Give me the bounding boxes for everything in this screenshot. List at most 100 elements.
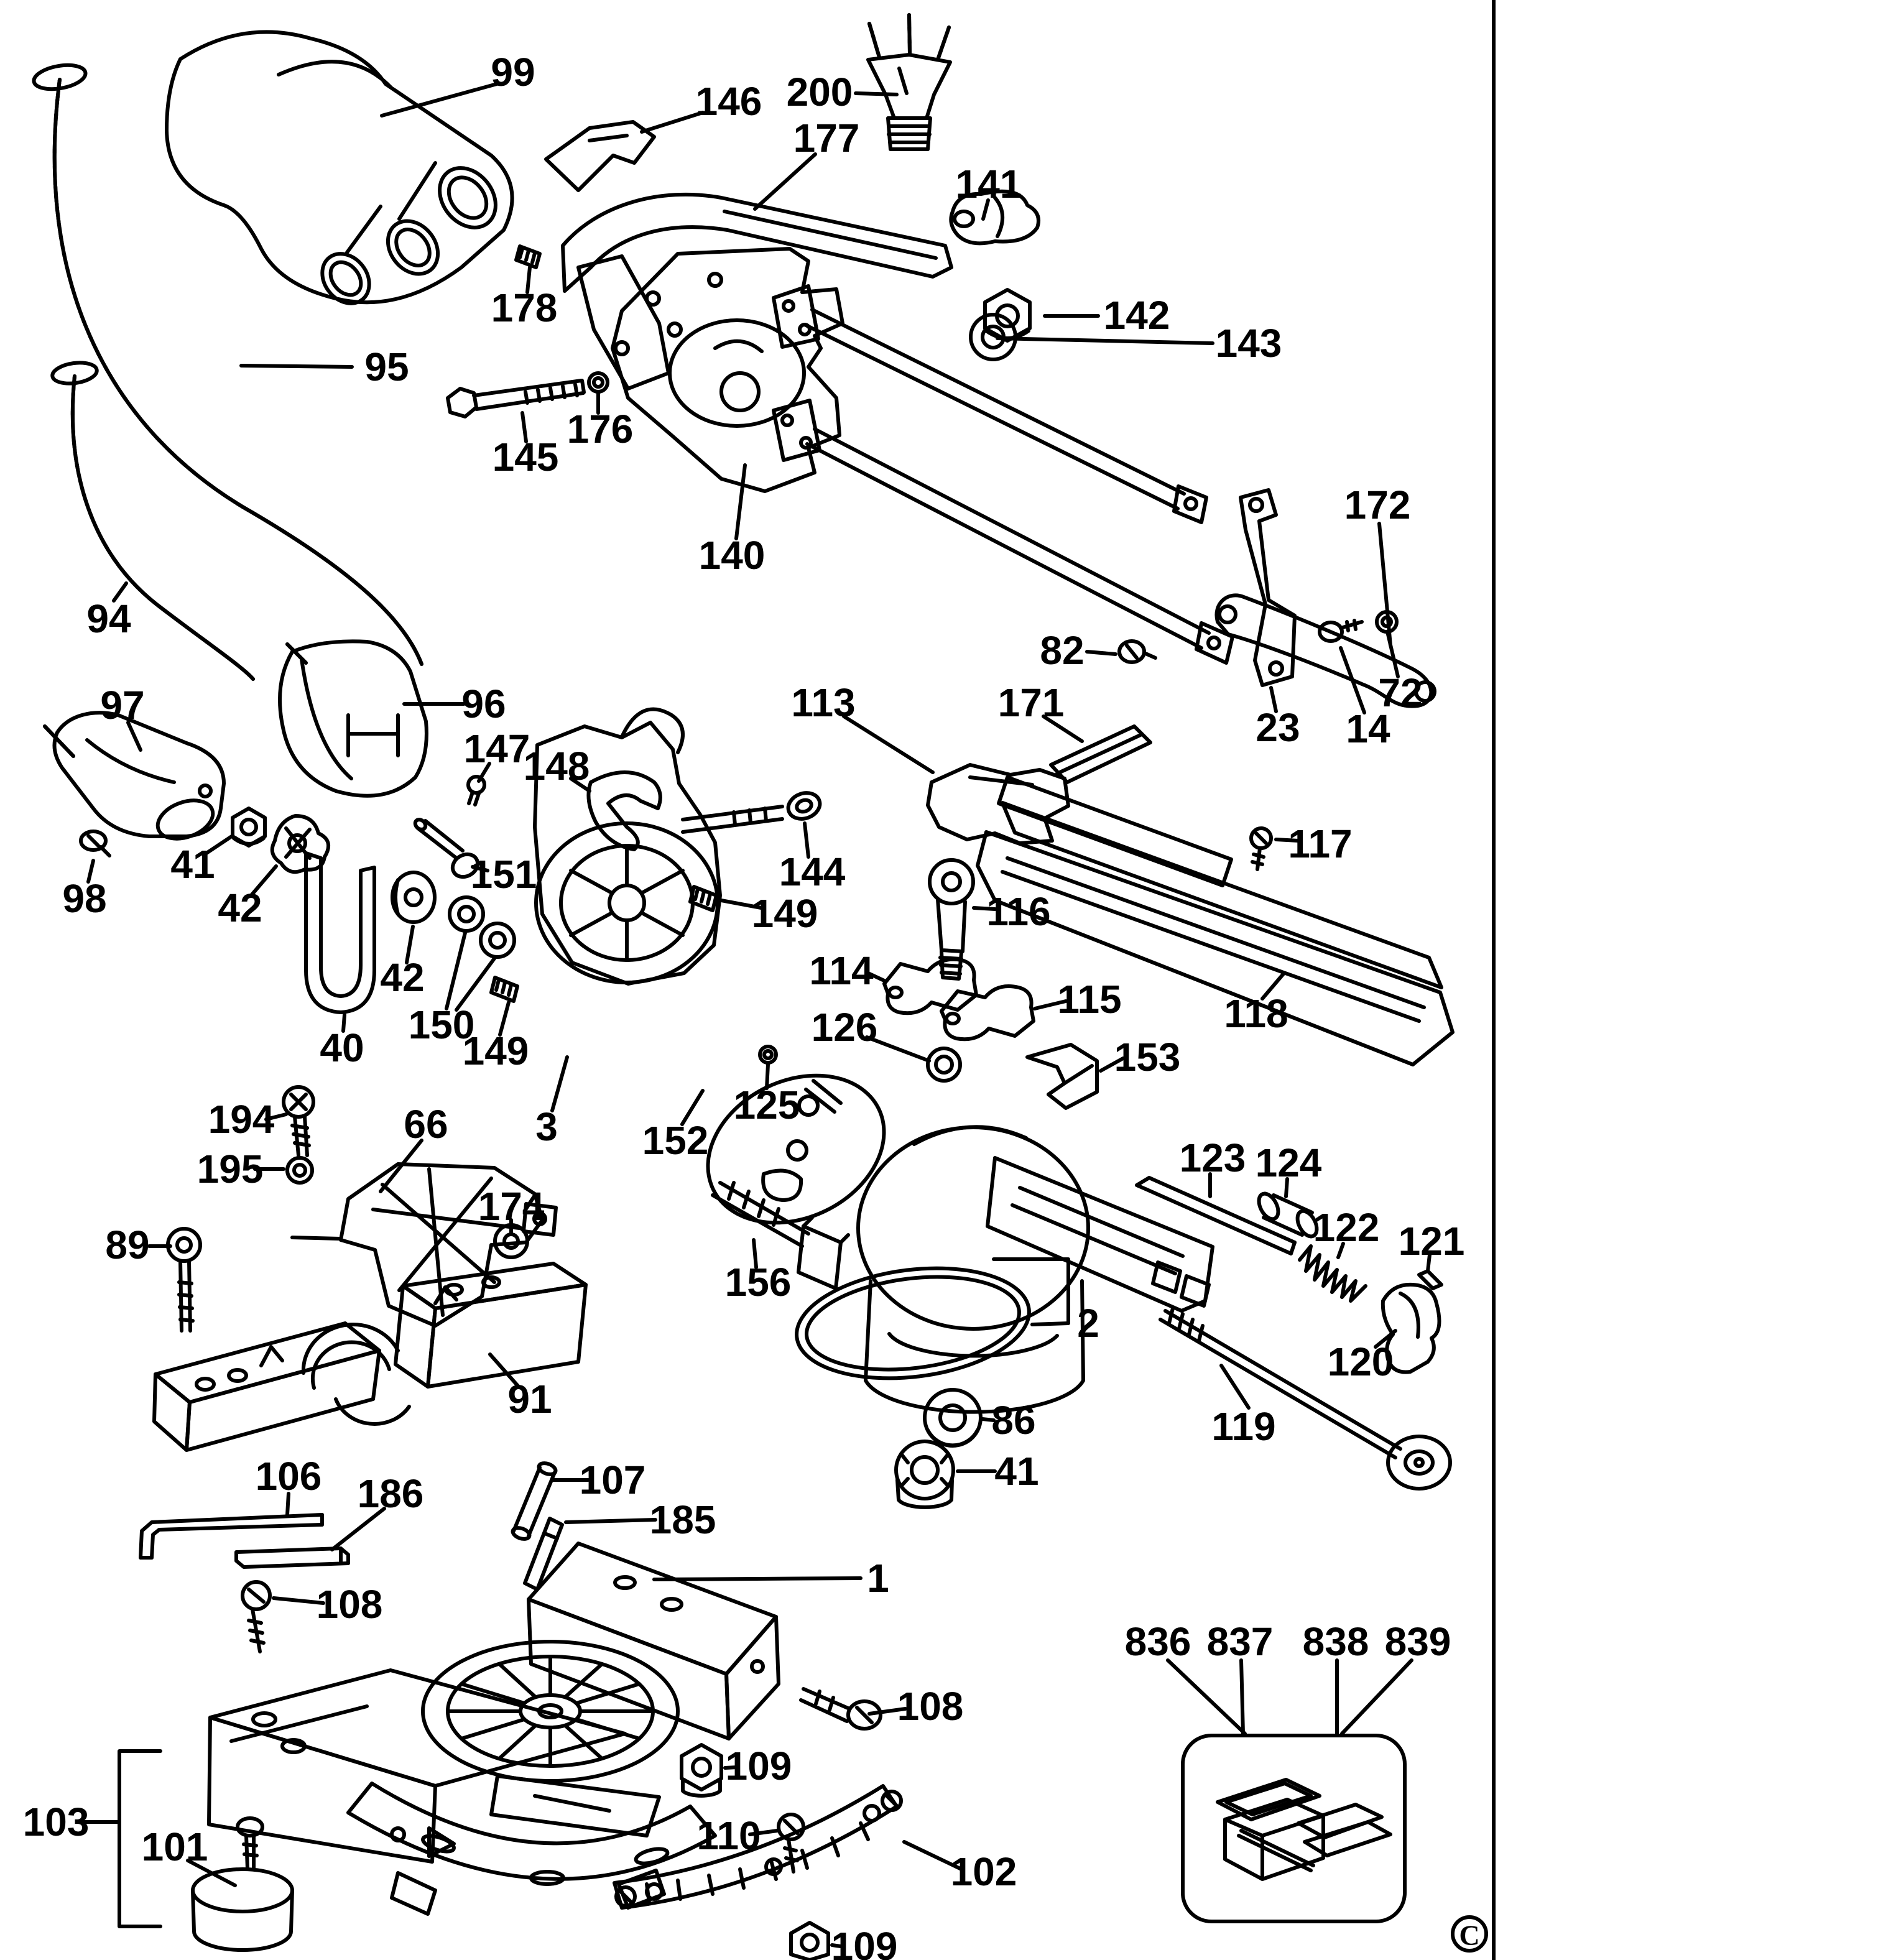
part-label-109a: 109	[726, 1744, 792, 1788]
part-124-sleeve	[1257, 1191, 1319, 1239]
leader-line-141	[981, 198, 990, 221]
part-label-145: 145	[493, 435, 559, 479]
part-label-146: 146	[696, 79, 762, 124]
leader-line-72	[1386, 632, 1400, 678]
leader-line-837	[1239, 1658, 1245, 1736]
part-label-66: 66	[404, 1102, 448, 1147]
part-label-14: 14	[1346, 706, 1390, 751]
leader-line-23	[1269, 686, 1278, 713]
part-label-147: 147	[464, 726, 530, 771]
part-23-bracket	[1239, 488, 1297, 687]
part-label-108a: 108	[317, 1582, 383, 1627]
part-148-clamp-clip	[586, 770, 662, 851]
part-42b-flanged-disc	[391, 871, 437, 924]
leader-line-1	[652, 1576, 863, 1581]
leader-line-108a	[272, 1596, 325, 1605]
leader-line-149b	[498, 1001, 511, 1037]
part-label-86: 86	[991, 1398, 1035, 1443]
part-label-42b: 42	[380, 955, 424, 1000]
leader-line-86	[981, 1417, 996, 1422]
leader-line-42b	[405, 925, 415, 964]
copyright-mark: C	[1451, 1915, 1488, 1953]
leader-line-185	[564, 1518, 657, 1524]
leader-line-150	[455, 956, 497, 1012]
part-123-rod	[1135, 1176, 1297, 1255]
part-label-97: 97	[100, 683, 144, 728]
part-141-wing-knob	[949, 189, 1040, 246]
part-label-99: 99	[491, 50, 535, 95]
leader-line-109b	[830, 1943, 843, 1948]
part-label-82: 82	[1040, 628, 1084, 673]
leader-line-110	[748, 1829, 779, 1836]
part-label-108b: 108	[897, 1684, 964, 1729]
leader-line-143	[996, 336, 1214, 345]
part-label-200: 200	[787, 70, 853, 114]
leader-line-147	[477, 762, 491, 783]
part-176-ring	[587, 371, 609, 394]
part-label-149b: 149	[463, 1029, 529, 1073]
leader-line-97	[126, 721, 142, 752]
part-label-185: 185	[650, 1497, 716, 1542]
part-156-carriage-bolt	[711, 1181, 850, 1290]
part-label-3: 3	[535, 1104, 558, 1149]
part-95-hose	[32, 63, 423, 666]
part-2-swivel-arm	[804, 1079, 1214, 1414]
part-109b-nut	[789, 1921, 830, 1960]
leader-line-200	[854, 91, 899, 96]
part-label-120: 120	[1328, 1339, 1394, 1384]
inset-box	[1181, 1734, 1407, 1923]
part-151-pin	[413, 818, 480, 879]
part-41a-castle-nut	[231, 807, 267, 848]
part-label-40: 40	[320, 1025, 364, 1070]
leader-line-178	[525, 266, 532, 294]
part-label-96: 96	[461, 682, 506, 726]
part-172-lever	[1214, 593, 1436, 708]
leader-line-126	[865, 1035, 931, 1063]
leader-line-125	[765, 1063, 770, 1090]
part-label-194: 194	[208, 1097, 275, 1142]
part-label-144: 144	[779, 849, 846, 894]
part-label-23: 23	[1256, 705, 1300, 750]
leader-line-194	[264, 1112, 288, 1121]
leader-line-103	[118, 1749, 162, 1928]
part-label-143: 143	[1216, 321, 1282, 366]
part-label-172: 172	[1344, 483, 1411, 527]
leader-line-115	[1033, 999, 1068, 1010]
part-label-148: 148	[524, 744, 590, 788]
part-label-151: 151	[471, 852, 537, 897]
part-119-rod	[1159, 1306, 1452, 1491]
part-label-121: 121	[1399, 1219, 1465, 1264]
leader-line-118	[1260, 972, 1285, 1001]
part-102-scale-segment	[613, 1784, 903, 1910]
leader-line-152	[680, 1089, 705, 1126]
leader-line-122	[1336, 1242, 1345, 1259]
part-label-142: 142	[1104, 293, 1170, 338]
leader-line-145	[520, 411, 528, 443]
leader-line-113	[842, 714, 935, 774]
part-122-spring	[1298, 1244, 1367, 1303]
leader-line-153	[1099, 1056, 1125, 1073]
leader-line-114	[865, 971, 887, 983]
part-label-125: 125	[734, 1083, 800, 1127]
part-120-cam-lever	[1381, 1282, 1441, 1374]
part-label-186: 186	[358, 1471, 424, 1516]
part-153-clip	[1025, 1043, 1099, 1110]
leader-line-151	[471, 865, 489, 872]
part-177-guard-plate	[561, 192, 953, 391]
part-125-ring	[758, 1045, 778, 1065]
part-label-152: 152	[642, 1118, 709, 1163]
part-108b-screw	[799, 1687, 882, 1731]
part-label-837: 837	[1207, 1619, 1274, 1664]
part-108a-screw	[241, 1580, 272, 1653]
leader-line-156	[752, 1238, 758, 1269]
part-label-1: 1	[867, 1556, 889, 1601]
part-label-42a: 42	[218, 885, 262, 930]
part-label-107: 107	[580, 1458, 646, 1502]
part-label-41b: 41	[994, 1449, 1038, 1494]
part-label-114: 114	[809, 948, 874, 993]
part-126-washer	[926, 1047, 962, 1083]
part-41b-castle-nut	[894, 1440, 955, 1509]
part-94-hose	[50, 361, 255, 681]
